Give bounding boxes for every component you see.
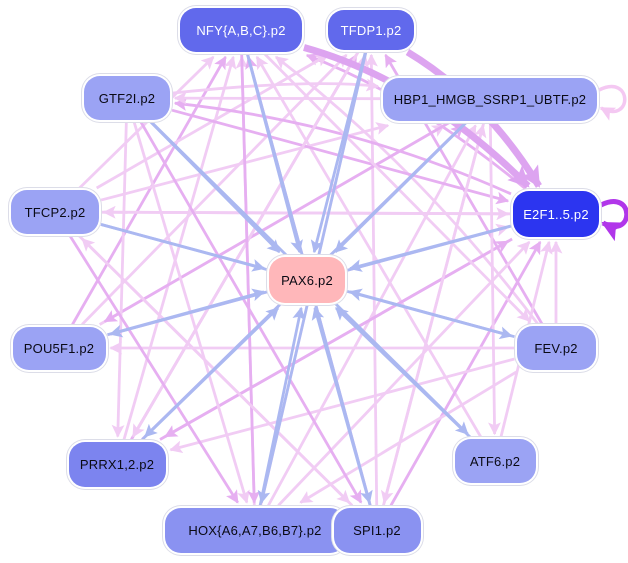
self-loop-hbp1 bbox=[598, 84, 627, 121]
edge-hbp1-pax6 bbox=[334, 121, 468, 253]
edge-gtf2i-spi1 bbox=[139, 121, 363, 504]
edge-gtf2i-pax6 bbox=[149, 121, 281, 253]
edge-tfcp2-pax6 bbox=[100, 223, 266, 272]
edge-e2f1-tfcp2 bbox=[102, 205, 512, 219]
edge-tfcp2-hox bbox=[68, 235, 239, 504]
edge-tfdp1-pax6 bbox=[310, 51, 367, 254]
edge-spi1-tfdp1 bbox=[364, 53, 379, 506]
edge-tfcp2-nfy bbox=[78, 55, 215, 190]
node-hox[interactable]: HOX{A6,A7,B6,B7}.p2 bbox=[164, 507, 346, 553]
self-loop-e2f1 bbox=[599, 199, 628, 242]
node-fev[interactable]: FEV.p2 bbox=[516, 326, 596, 370]
edge-hbp1-atf6 bbox=[488, 122, 501, 436]
edge-prrx-pax6 bbox=[141, 306, 280, 441]
edge-atf6-pax6 bbox=[335, 306, 472, 439]
edge-hbp1-gtf2i bbox=[173, 91, 382, 105]
node-tfcp2[interactable]: TFCP2.p2 bbox=[11, 190, 99, 234]
edge-hox-hbp1 bbox=[267, 124, 477, 507]
node-gtf2i[interactable]: GTF2I.p2 bbox=[84, 76, 170, 120]
edge-nfy-pax6 bbox=[245, 53, 303, 254]
edge-pou5f1-pax6 bbox=[107, 288, 266, 337]
node-pou5f1[interactable]: POU5F1.p2 bbox=[12, 326, 106, 370]
edge-atf6-nfy bbox=[255, 55, 483, 438]
edge-nfy-fev bbox=[263, 53, 531, 322]
edge-hox-pax6 bbox=[258, 306, 306, 506]
edge-hbp1-pou5f1 bbox=[103, 121, 451, 323]
edge-spi1-pax6 bbox=[311, 306, 372, 506]
edge-hbp1-spi1 bbox=[380, 122, 486, 504]
edge-pou5f1-tfdp1 bbox=[81, 54, 348, 326]
edge-e2f1-prrx bbox=[164, 237, 513, 438]
node-atf6[interactable]: ATF6.p2 bbox=[454, 439, 536, 483]
edge-gtf2i-hbp1 bbox=[171, 78, 380, 95]
edge-fev-pax6 bbox=[348, 288, 515, 339]
edge-spi1-e2f1 bbox=[389, 240, 542, 507]
edge-e2f1-pax6 bbox=[348, 224, 512, 272]
node-prrx[interactable]: PRRX1,2.p2 bbox=[68, 441, 166, 487]
node-tfdp1[interactable]: TFDP1.p2 bbox=[328, 10, 414, 50]
node-pax6[interactable]: PAX6.p2 bbox=[269, 257, 345, 303]
node-spi1[interactable]: SPI1.p2 bbox=[333, 507, 421, 553]
edge-fev-hox bbox=[299, 370, 518, 504]
node-nfy[interactable]: NFY{A,B,C}.p2 bbox=[180, 8, 302, 52]
edge-nfy-hox bbox=[240, 53, 261, 504]
node-hbp1[interactable]: HBP1_HMGB_SSRP1_UBTF.p2 bbox=[383, 77, 597, 121]
node-e2f1[interactable]: E2F1..5.p2 bbox=[513, 191, 599, 237]
